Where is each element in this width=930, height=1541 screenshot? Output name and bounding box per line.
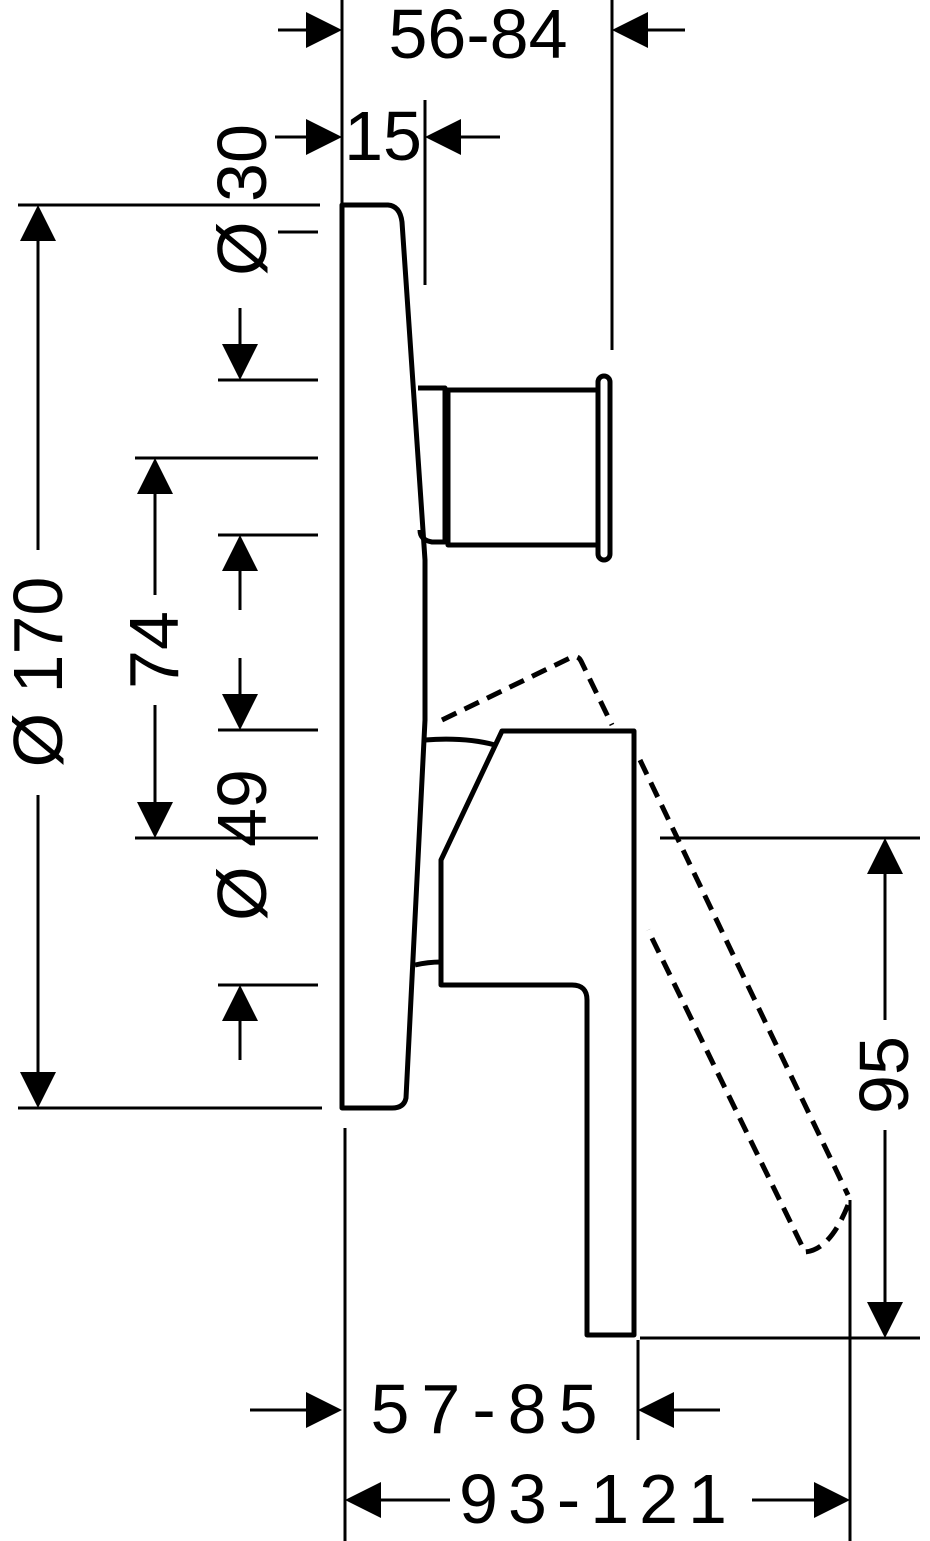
dimension-15: 15 xyxy=(275,97,500,175)
dimension-label: 15 xyxy=(344,97,422,175)
arrow-down-icon xyxy=(222,344,258,380)
dimension-93-121: 93-121 xyxy=(345,1460,850,1538)
dimension-57-85: 57-85 xyxy=(250,1370,720,1448)
arrow-left-icon xyxy=(425,119,461,155)
dimension-diameter-30: Ø 30 xyxy=(203,124,281,380)
arrow-up-icon xyxy=(137,458,173,494)
wall-plate xyxy=(339,202,428,1111)
arrow-right-icon xyxy=(306,12,342,48)
dimension-label: 57-85 xyxy=(370,1370,609,1448)
dimension-label: Ø 170 xyxy=(0,577,77,768)
arrow-right-icon xyxy=(814,1482,850,1518)
arrow-up-icon xyxy=(867,838,903,874)
extension-lines xyxy=(18,0,920,1541)
arrow-right-icon xyxy=(306,1392,342,1428)
lever-rotated-position xyxy=(440,654,851,1255)
mixer-lever xyxy=(414,728,637,1338)
arrow-left-icon xyxy=(345,1482,381,1518)
arrow-left-icon xyxy=(612,12,648,48)
arrow-up-icon xyxy=(222,535,258,571)
dimension-74: 74 xyxy=(115,458,193,838)
arrow-down-icon xyxy=(867,1302,903,1338)
arrow-right-icon xyxy=(306,119,342,155)
dimension-diameter-170: Ø 170 xyxy=(0,205,77,1108)
arrow-left-icon xyxy=(638,1392,674,1428)
arrow-up-icon xyxy=(222,985,258,1021)
dimension-label: Ø 30 xyxy=(203,124,281,276)
dimension-label: Ø 49 xyxy=(203,769,281,921)
dimension-label: 74 xyxy=(115,611,193,689)
dimension-label: 95 xyxy=(845,1036,923,1114)
dimension-diameter-49: Ø 49 xyxy=(203,535,281,1060)
arrow-down-icon xyxy=(20,1072,56,1108)
dimension-label: 93-121 xyxy=(459,1460,737,1538)
arrow-up-icon xyxy=(20,205,56,241)
dimension-label: 56-84 xyxy=(388,0,567,73)
dimension-95: 95 xyxy=(845,838,923,1338)
diverter-knob xyxy=(417,373,613,563)
arrow-down-icon xyxy=(137,802,173,838)
arrow-down-icon xyxy=(222,694,258,730)
dimension-56-84: 56-84 xyxy=(278,0,685,73)
